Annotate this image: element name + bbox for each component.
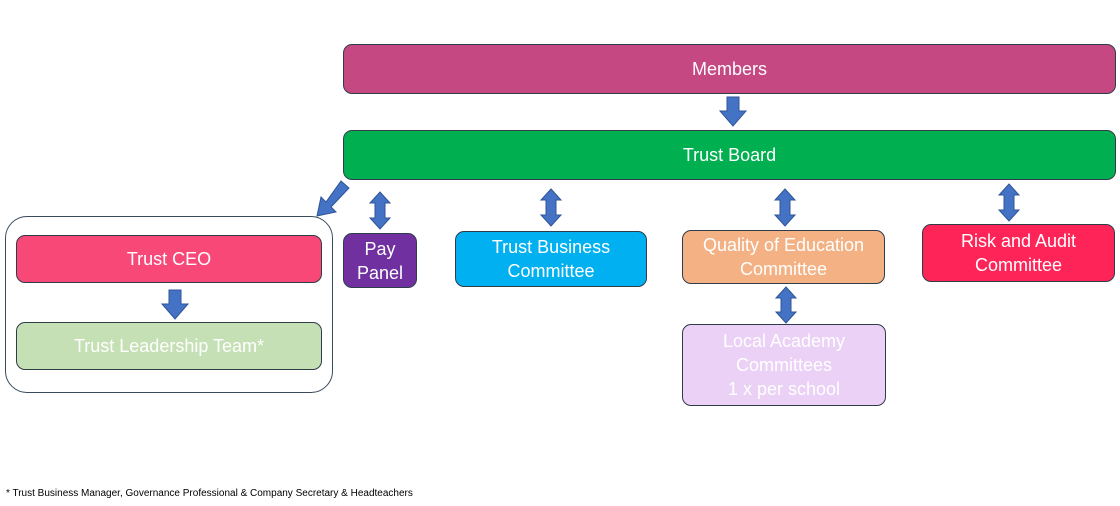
down-arrow-icon [160, 289, 190, 320]
trust-business-committee-label-line-1: Trust Business [491, 237, 611, 257]
members-box: Members [343, 44, 1116, 94]
local-academy-committees-label-line-2: Committees [735, 355, 833, 375]
pay-panel-label-line-1: Pay [364, 238, 396, 259]
trust-business-committee-box: Trust Business Committee [455, 231, 647, 287]
local-academy-committees-label-line-3: 1 x per school [727, 379, 841, 399]
risk-and-audit-committee-label-line-1: Risk and Audit [960, 231, 1077, 251]
double-arrow-icon [773, 188, 797, 227]
pay-panel-box: Pay Panel [343, 233, 417, 288]
risk-and-audit-committee-box: Risk and Audit Committee [922, 224, 1115, 282]
diagonal-arrow-icon [316, 180, 350, 217]
trust-board-box: Trust Board [343, 130, 1116, 180]
trust-leadership-team-label: Trust Leadership Team* [73, 336, 265, 356]
local-academy-committees-box: Local Academy Committees 1 x per school [682, 324, 886, 406]
pay-panel-label-line-2: Panel [356, 262, 404, 283]
trust-business-committee-label-line-2: Committee [507, 261, 595, 281]
members-label: Members [691, 59, 767, 79]
executive-group [5, 216, 333, 393]
quality-of-education-committee-label-line-1: Quality of Education [702, 235, 865, 255]
double-arrow-icon [997, 183, 1021, 222]
trust-ceo-box: Trust CEO [16, 235, 322, 283]
double-arrow-icon [774, 286, 798, 324]
quality-of-education-committee-label-line-2: Committee [739, 259, 828, 279]
trust-ceo-label: Trust CEO [126, 249, 212, 269]
footnote: * Trust Business Manager, Governance Pro… [6, 488, 413, 499]
quality-of-education-committee-box: Quality of Education Committee [682, 230, 885, 284]
risk-and-audit-committee-label-line-2: Committee [974, 255, 1063, 275]
double-arrow-icon [539, 188, 563, 227]
double-arrow-icon [368, 191, 392, 230]
trust-board-label: Trust Board [682, 145, 777, 165]
local-academy-committees-label-line-1: Local Academy [722, 331, 846, 351]
trust-leadership-team-box: Trust Leadership Team* [16, 322, 322, 370]
down-arrow-icon [718, 96, 748, 127]
